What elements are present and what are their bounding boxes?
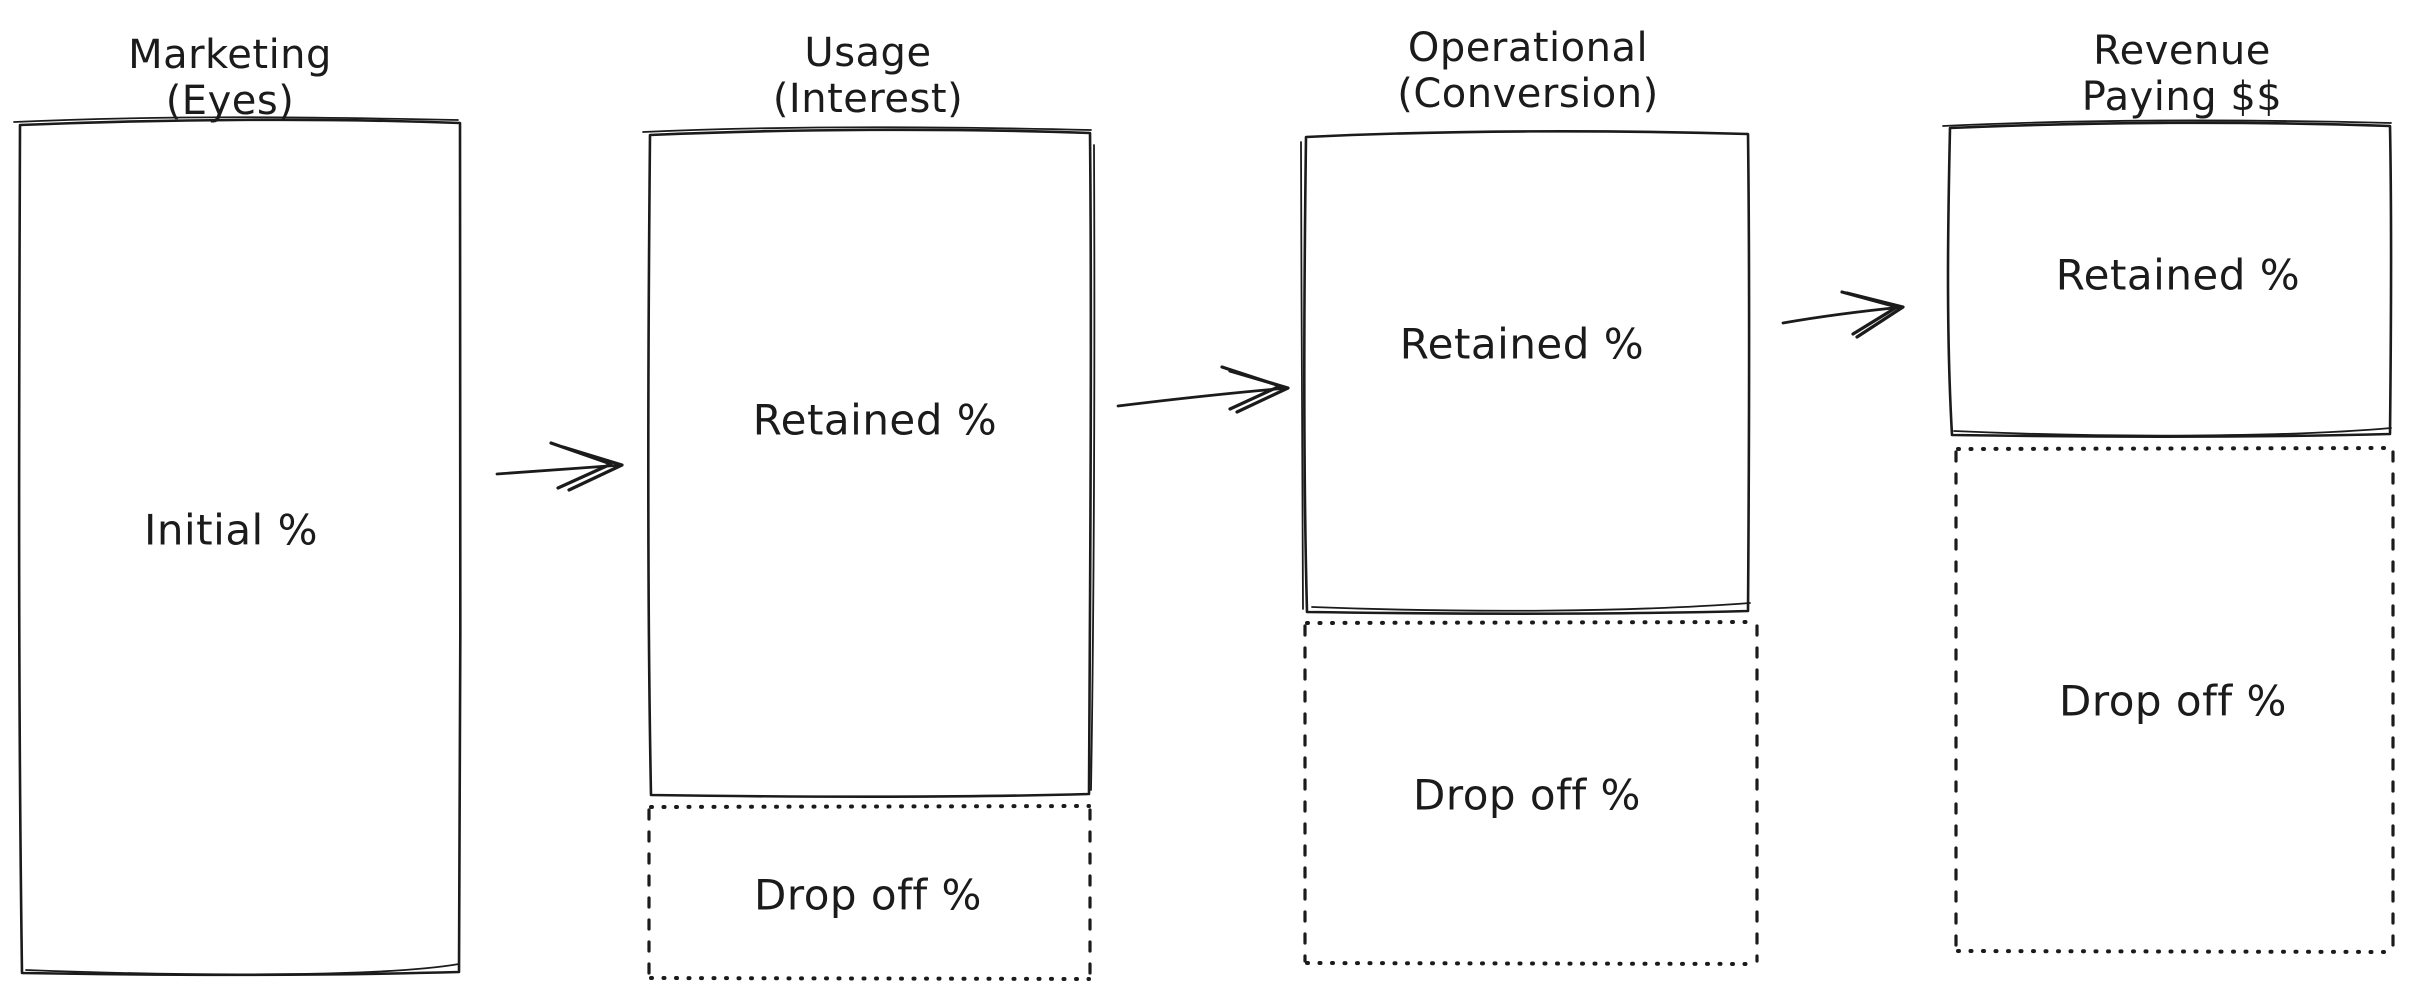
operational-dropoff-label: Drop off % [1413,770,1641,820]
stage-title-line: (Interest) [772,76,964,122]
usage-dropoff-box [647,804,1092,981]
usage-dropoff-label: Drop off % [754,870,982,920]
flow-arrow-operational-to-revenue [1781,290,1905,339]
revenue-retained-box [1942,119,2393,439]
stage-title-line: (Conversion) [1397,71,1659,117]
usage-retained-box [642,126,1096,799]
usage-retained-label: Retained % [752,395,998,445]
marketing-stage-title: Marketing (Eyes) [128,32,332,124]
operational-retained-box [1300,130,1751,616]
revenue-dropoff-box [1954,446,2395,954]
marketing-initial-label: Initial % [144,505,318,555]
stage-title-line: Paying $$ [2081,74,2283,120]
usage-stage-title: Usage (Interest) [773,30,963,122]
operational-retained-label: Retained % [1399,319,1645,369]
revenue-dropoff-label: Drop off % [2059,676,2287,726]
flow-arrow-usage-to-operational [1116,365,1290,414]
revenue-retained-label: Retained % [2055,250,2301,300]
stage-title-line: Operational [1407,25,1649,71]
operational-dropoff-box [1303,620,1759,966]
stage-title-line: Revenue [2093,28,2271,74]
operational-stage-title: Operational (Conversion) [1397,25,1658,117]
flow-arrow-marketing-to-usage [495,441,624,492]
stage-title-line: Usage [804,30,932,76]
stage-title-line: Marketing [128,32,332,78]
marketing-initial-box [13,116,463,977]
revenue-stage-title: Revenue Paying $$ [2082,28,2282,120]
stage-title-line: (Eyes) [165,78,295,124]
